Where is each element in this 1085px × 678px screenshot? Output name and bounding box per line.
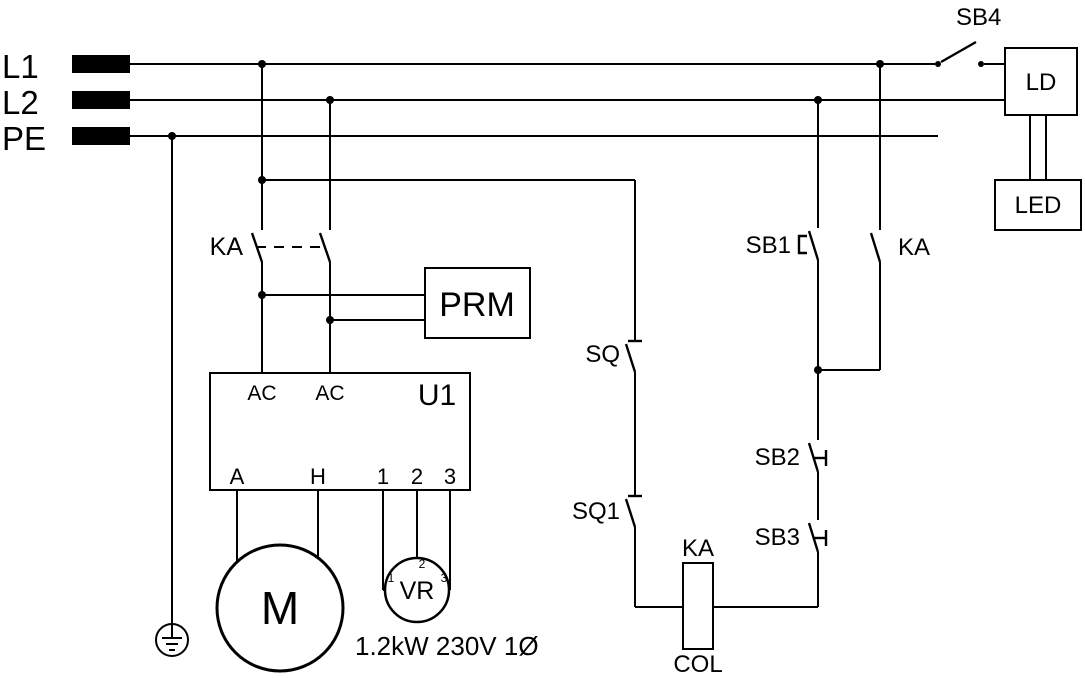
junction-dot [814, 366, 822, 374]
vr-circle [383, 556, 451, 624]
motor-circle [215, 543, 345, 673]
junction-dot [326, 316, 334, 324]
led-label: LED [1015, 192, 1062, 219]
rail-terminal-l2 [72, 91, 130, 109]
sb2-label: SB2 [755, 444, 800, 471]
sb3-switch [807, 522, 828, 553]
motor-label: M [261, 582, 299, 634]
u1-box [209, 372, 471, 491]
u1-terminal-ac-left-label: AC [247, 382, 276, 405]
sq-blade [624, 343, 637, 373]
ka-left-contact-2-blade [318, 232, 332, 263]
sb4-label: SB4 [956, 4, 1001, 31]
ka-coil [682, 562, 714, 650]
junction-dot [258, 291, 266, 299]
sb4-blade [940, 40, 977, 64]
sb2-switch [807, 442, 828, 473]
rail-terminal-pe [72, 127, 130, 145]
ld-label: LD [1026, 69, 1057, 96]
ka-right-label: KA [898, 234, 930, 261]
sb4-terminal [978, 61, 984, 67]
vr-pin-1-label: 1 [388, 571, 395, 585]
led-box [994, 179, 1082, 231]
vr-pin-2-label: 2 [419, 557, 426, 571]
ka-coil-sublabel: COL [673, 651, 722, 678]
junction-dots [168, 60, 884, 374]
u1-terminal-1-label: 1 [377, 464, 389, 489]
sq1-label: SQ1 [572, 498, 620, 525]
sb3-label: SB3 [755, 524, 800, 551]
junction-dot [258, 176, 266, 184]
rail-label-l1: L1 [2, 48, 39, 85]
rail-terminal-l1 [72, 55, 130, 73]
rail-label-l2: L2 [2, 84, 39, 121]
junction-dot [168, 132, 176, 140]
vr-label: VR [400, 577, 435, 605]
sq-label: SQ [585, 341, 620, 368]
sb1-switch [797, 230, 820, 261]
sq1-switch [624, 494, 642, 528]
sq-switch [624, 339, 642, 373]
sb1-blade [807, 230, 820, 261]
rail-label-pe: PE [2, 120, 46, 157]
ground-symbol [155, 623, 189, 657]
u1-terminal-2-label: 2 [411, 464, 423, 489]
u1-label: U1 [418, 379, 456, 412]
junction-dot [326, 96, 334, 104]
junction-dot [258, 60, 266, 68]
ka-right-contact-blade [869, 232, 882, 263]
vr-pin-3-label: 3 [441, 571, 448, 585]
u1-terminal-ac-right-label: AC [315, 382, 344, 405]
junction-dot [814, 96, 822, 104]
prm-label: PRM [439, 286, 515, 324]
sb4-terminal [935, 61, 941, 67]
u1-terminal-3-label: 3 [444, 464, 456, 489]
u1-terminal-a-label: A [230, 464, 245, 489]
sb1-label: SB1 [746, 232, 791, 259]
prm-box [424, 267, 531, 339]
junction-dot [876, 60, 884, 68]
ka-left-label: KA [210, 233, 244, 261]
sb4-switch [935, 40, 984, 67]
motor-rating-label: 1.2kW 230V 1Ø [355, 631, 539, 661]
u1-terminal-h-label: H [310, 464, 326, 489]
sb1-actuator [797, 234, 807, 255]
sq1-blade [624, 498, 637, 528]
ka-coil-label: KA [682, 535, 714, 562]
ld-box [1004, 47, 1078, 116]
